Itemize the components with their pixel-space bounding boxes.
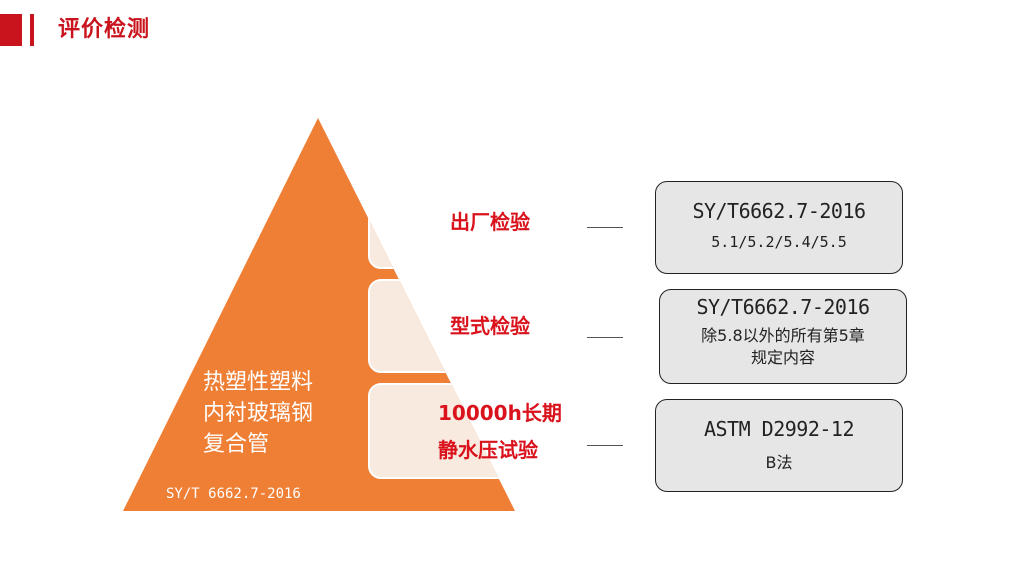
- standard-box-3-sub: B法: [765, 453, 793, 472]
- level-label-hydrostatic: 10000h长期 静水压试验: [438, 396, 562, 467]
- level-label-type-test: 型式检验: [450, 309, 530, 343]
- header-accent-bar: [30, 14, 34, 46]
- level-3-label-line-2: 静水压试验: [438, 438, 538, 462]
- pyramid-line-3: 复合管: [203, 432, 270, 457]
- pyramid-product-name: 热塑性塑料 内衬玻璃钢 复合管: [203, 367, 363, 460]
- connector-line-2: [587, 337, 623, 338]
- standard-box-1: SY/T6662.7-2016 5.1/5.2/5.4/5.5: [655, 181, 903, 274]
- standard-box-3-title: ASTM D2992-12: [703, 417, 855, 441]
- standard-box-1-title: SY/T6662.7-2016: [692, 199, 866, 223]
- standard-box-2-sub-line-1: 除5.8以外的所有第5章: [701, 326, 865, 345]
- standard-box-2-sub: 除5.8以外的所有第5章 规定内容: [660, 325, 906, 369]
- level-2-label-line-1: 型式检验: [450, 314, 530, 338]
- standard-box-2: SY/T6662.7-2016 除5.8以外的所有第5章 规定内容: [659, 289, 907, 384]
- standard-box-2-sub-line-2: 规定内容: [750, 348, 815, 367]
- standard-box-2-title: SY/T6662.7-2016: [696, 295, 870, 319]
- pyramid-standard: SY/T 6662.7-2016: [166, 486, 301, 502]
- standard-box-3: ASTM D2992-12 B法: [655, 399, 903, 492]
- connector-line-1: [587, 227, 623, 228]
- page-title: 评价检测: [58, 17, 151, 42]
- pyramid-line-2: 内衬玻璃钢: [203, 401, 314, 426]
- level-label-factory: 出厂检验: [450, 205, 530, 239]
- standard-box-1-sub: 5.1/5.2/5.4/5.5: [711, 233, 847, 251]
- header-accent-block: [0, 14, 22, 46]
- level-1-label-line-1: 出厂检验: [450, 210, 530, 234]
- pyramid-line-1: 热塑性塑料: [203, 370, 314, 395]
- level-3-label-line-1: 10000h长期: [438, 401, 562, 425]
- connector-line-3: [587, 445, 623, 446]
